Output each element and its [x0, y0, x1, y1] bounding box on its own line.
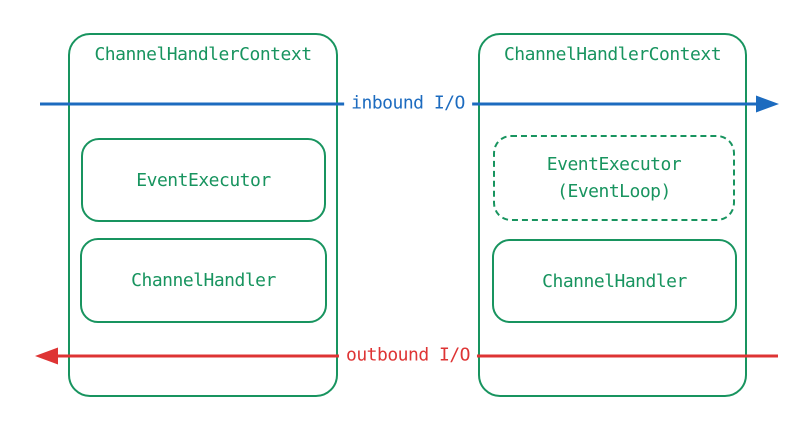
right-channelhandlercontext-box: ChannelHandlerContext EventExecutor (Eve…	[478, 33, 747, 397]
left-context-title: ChannelHandlerContext	[94, 44, 312, 65]
left-channelhandler-box: ChannelHandler	[80, 238, 327, 323]
right-eventexecutor-box: EventExecutor (EventLoop)	[493, 135, 735, 221]
inbound-arrowhead-icon	[756, 95, 779, 113]
left-channelhandler-label: ChannelHandler	[131, 270, 276, 291]
right-eventexecutor-label-line2: (EventLoop)	[557, 181, 671, 202]
right-context-title: ChannelHandlerContext	[503, 44, 722, 65]
left-channelhandlercontext-box: ChannelHandlerContext EventExecutor Chan…	[68, 33, 338, 397]
inbound-io-label: inbound I/O	[344, 92, 472, 114]
left-eventexecutor-box: EventExecutor	[81, 138, 326, 222]
outbound-arrowhead-icon	[35, 347, 58, 365]
outbound-io-label: outbound I/O	[338, 344, 478, 366]
right-channelhandler-box: ChannelHandler	[492, 239, 737, 323]
right-eventexecutor-label-line1: EventExecutor	[546, 154, 682, 175]
left-eventexecutor-label: EventExecutor	[136, 169, 271, 191]
right-channelhandler-label: ChannelHandler	[542, 270, 687, 292]
